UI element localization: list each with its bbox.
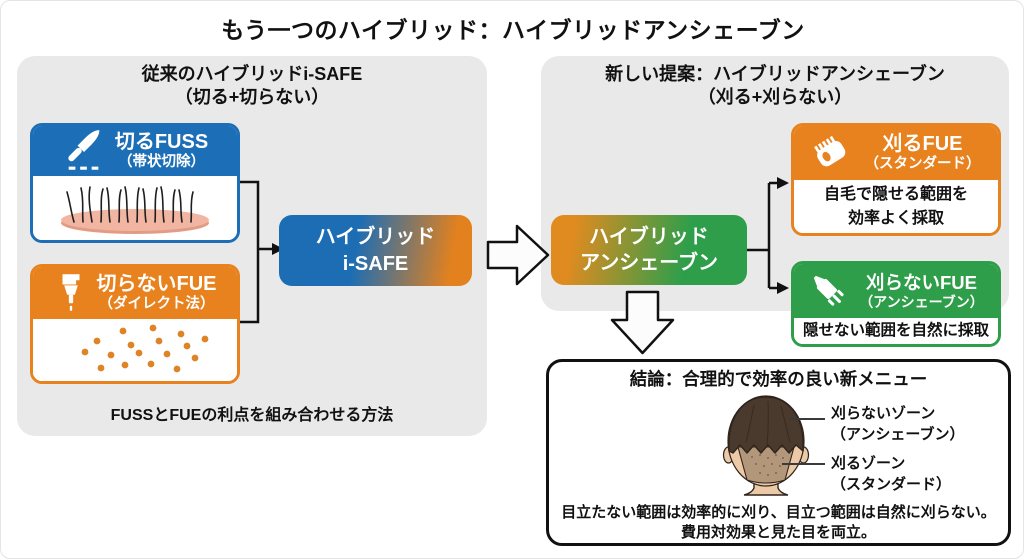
right-arrow-icon — [486, 224, 550, 286]
isafe-result-line1: ハイブリッド — [315, 226, 436, 249]
hybrid-unshaven-result-box: ハイブリッド アンシェーブン — [551, 215, 747, 285]
punch-icon — [62, 274, 79, 311]
unshaven-fue-box-subtitle: （アンシェーブン） — [859, 293, 984, 310]
clipper-icon — [813, 135, 845, 167]
shaven-zone-pointer — [782, 463, 825, 465]
fuss-box-title: 切るFUSS — [114, 130, 209, 153]
shaven-fue-box-content: 自毛で隠せる範囲を 効率よく採取 — [794, 180, 998, 233]
shaven-fue-desc-line2: 効率よく採取 — [847, 209, 944, 227]
shaven-zone-label: 刈るゾーン （スタンダード） — [831, 455, 952, 493]
shaven-fue-box-header: 刈るFUE （スタンダード） — [794, 126, 998, 180]
conclusion-note: 目立たない範囲は効率的に刈り、目立つ範囲は自然に刈らない。 費用対効果と見た目を… — [561, 504, 996, 541]
head-illustration — [722, 395, 810, 496]
left-heading-line2: （切る+切らない） — [174, 87, 330, 108]
right-panel-heading: 新しい提案：ハイブリッドアンシェーブン （刈る+刈らない） — [541, 63, 1009, 110]
hybrid-unshaven-line1: ハイブリッド — [589, 225, 709, 248]
direct-fue-box-subtitle: （ダイレクト法） — [98, 296, 215, 313]
dots-illustration — [81, 324, 209, 373]
conclusion-box — [546, 359, 1011, 546]
left-heading-line1: 従来のハイブリッドi-SAFE — [141, 64, 363, 84]
fuss-box: 切るFUSS （帯状切除） — [30, 123, 240, 243]
left-panel-heading: 従来のハイブリッドi-SAFE （切る+切らない） — [17, 63, 487, 110]
conclusion-title: 結論：合理的で効率の良い新メニュー — [629, 369, 928, 389]
unshaven-fue-box: 刈らないFUE （アンシェーブン） 隠せない範囲を自然に採取 — [791, 261, 1001, 347]
fuss-box-content — [33, 176, 237, 240]
unshaven-fue-desc: 隠せない範囲を自然に採取 — [802, 321, 989, 339]
strip-illustration — [61, 186, 209, 234]
shaven-fue-box: 刈るFUE （スタンダード） 自毛で隠せる範囲を 効率よく採取 — [791, 123, 1001, 236]
shaven-fue-box-title: 刈るFUE — [882, 132, 963, 155]
unshaven-zone-label: 刈らないゾーン （アンシェーブン） — [831, 405, 965, 443]
fuss-box-header: 切るFUSS （帯状切除） — [33, 126, 237, 176]
right-heading-line1: 新しい提案：ハイブリッドアンシェーブン — [605, 64, 945, 84]
unshaven-fue-box-content: 隠せない範囲を自然に採取 — [794, 318, 998, 344]
hybrid-unshaven-line2: アンシェーブン — [580, 252, 718, 274]
left-caption: FUSSとFUEの利点を組み合わせる方法 — [110, 407, 394, 424]
unshaven-fue-box-header: 刈らないFUE （アンシェーブン） — [794, 264, 998, 318]
scalpel-icon — [68, 130, 100, 170]
isafe-result-line2: i-SAFE — [342, 252, 409, 275]
unshaven-fue-box-title: 刈らないFUE — [865, 271, 977, 293]
down-arrow-icon — [610, 290, 675, 355]
shaven-fue-box-subtitle: （スタンダード） — [864, 156, 981, 173]
fuss-box-subtitle: （帯状切除） — [118, 154, 205, 171]
direct-fue-box-content — [33, 319, 237, 381]
page-title: もう一つのハイブリッド：ハイブリッドアンシェーブン — [221, 17, 805, 43]
right-heading-line2: （刈る+刈らない） — [697, 87, 853, 108]
isafe-result-box: ハイブリッド i-SAFE — [279, 215, 472, 286]
direct-fue-box-title: 切らないFUE — [96, 272, 217, 295]
direct-fue-box-header: 切らないFUE （ダイレクト法） — [33, 267, 237, 319]
direct-fue-box: 切らないFUE （ダイレクト法） — [30, 264, 240, 384]
implanter-pen-icon — [814, 275, 844, 306]
shaven-fue-desc-line1: 自毛で隠せる範囲を — [823, 186, 968, 204]
unshaven-zone-pointer — [789, 418, 825, 420]
